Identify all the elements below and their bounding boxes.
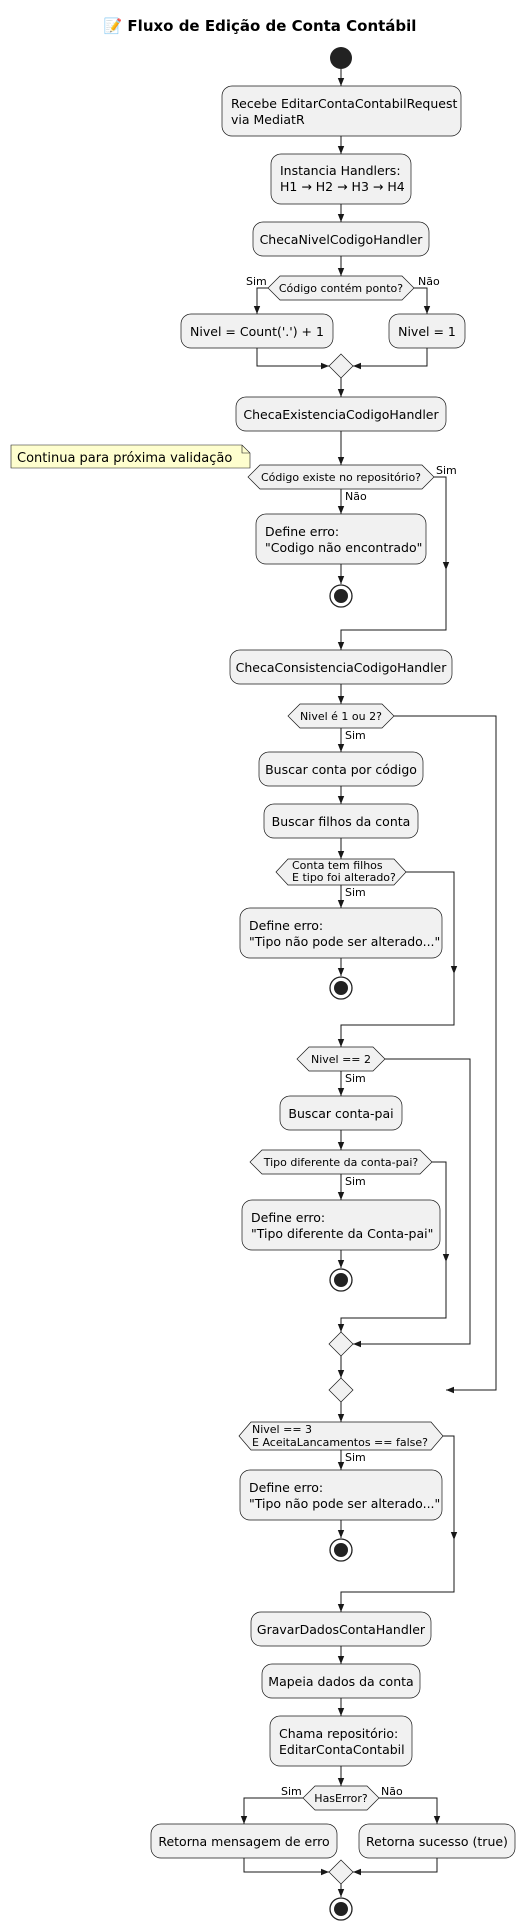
decision-nivel-2-label: Nivel == 2 xyxy=(311,1053,371,1066)
erro-tipo-alterado-node xyxy=(239,907,443,959)
branch-nao-label: Não xyxy=(345,490,367,503)
start-node xyxy=(330,47,352,69)
chama-repositorio-line2: EditarContaContabil xyxy=(279,1742,405,1757)
erro-nao-encontrado-line1: Define erro: xyxy=(265,524,339,539)
branch-sim-label: Sim xyxy=(436,464,457,477)
decision-nivel-1-ou-2-label: Nivel é 1 ou 2? xyxy=(300,710,382,723)
decision-aceita-lancamentos-line1: Nivel == 3 xyxy=(252,1423,312,1436)
merge-node xyxy=(328,353,354,379)
buscar-filhos-label: Buscar filhos da conta xyxy=(272,814,411,829)
buscar-conta-label: Buscar conta por código xyxy=(265,762,417,777)
decision-tipo-diferente-pai-label: Tipo diferente da conta-pai? xyxy=(263,1156,419,1169)
merge-node xyxy=(328,1331,354,1357)
merge-node xyxy=(328,1859,354,1885)
erro-tipo-pai-node xyxy=(241,1199,441,1251)
chama-repositorio-node xyxy=(269,1715,413,1767)
gravar-dados-label: GravarDadosContaHandler xyxy=(257,1622,426,1637)
nivel-one-label: Nivel = 1 xyxy=(398,324,456,339)
decision-has-error-label: HasError? xyxy=(314,1792,368,1805)
receive-request-node xyxy=(221,85,462,137)
erro-tipo-pai-line2: "Tipo diferente da Conta-pai" xyxy=(251,1226,433,1241)
branch-sim-label: Sim xyxy=(345,729,366,742)
receive-request-line2: via MediatR xyxy=(231,112,305,127)
branch-sim-label: Sim xyxy=(345,1175,366,1188)
checa-consistencia-label: ChecaConsistenciaCodigoHandler xyxy=(236,660,448,675)
erro-tipo-alterado-line2: "Tipo não pode ser alterado..." xyxy=(249,934,440,949)
merge-node xyxy=(328,1377,354,1403)
branch-sim-label: Sim xyxy=(246,275,267,288)
buscar-pai-label: Buscar conta-pai xyxy=(288,1106,393,1121)
branch-sim-label: Sim xyxy=(345,886,366,899)
note-text: Continua para próxima validação xyxy=(17,451,232,466)
erro-lancamentos-line2: "Tipo não pode ser alterado..." xyxy=(249,1496,440,1511)
note-box xyxy=(10,444,251,469)
retorna-erro-label: Retorna mensagem de erro xyxy=(158,1834,329,1849)
branch-nao-label: Não xyxy=(418,275,440,288)
erro-nao-encontrado-node xyxy=(255,513,427,565)
chama-repositorio-line1: Chama repositório: xyxy=(279,1726,398,1741)
branch-sim-label: Sim xyxy=(345,1451,366,1464)
decision-conta-tem-filhos-line2: E tipo foi alterado? xyxy=(292,871,396,884)
mapeia-dados-label: Mapeia dados da conta xyxy=(268,1674,413,1689)
checa-existencia-label: ChecaExistenciaCodigoHandler xyxy=(243,407,439,422)
decision-conta-tem-filhos-line1: Conta tem filhos xyxy=(292,859,383,872)
diagram-title: 📝 Fluxo de Edição de Conta Contábil xyxy=(104,17,417,35)
instantiate-handlers-line1: Instancia Handlers: xyxy=(280,163,401,178)
decision-codigo-existe-label: Código existe no repositório? xyxy=(261,471,421,484)
decision-aceita-lancamentos-line2: E AceitaLancamentos == false? xyxy=(252,1436,428,1449)
nivel-count-label: Nivel = Count('.') + 1 xyxy=(190,324,324,339)
erro-tipo-alterado-line1: Define erro: xyxy=(249,918,323,933)
retorna-sucesso-label: Retorna sucesso (true) xyxy=(366,1834,508,1849)
erro-tipo-pai-line1: Define erro: xyxy=(251,1210,325,1225)
branch-sim-label: Sim xyxy=(281,1785,302,1798)
branch-nao-label: Não xyxy=(381,1785,403,1798)
branch-sim-label: Sim xyxy=(345,1072,366,1085)
instantiate-handlers-line2: H1 → H2 → H3 → H4 xyxy=(280,179,405,194)
receive-request-line1: Recebe EditarContaContabilRequest xyxy=(231,96,457,111)
erro-lancamentos-line1: Define erro: xyxy=(249,1480,323,1495)
erro-nao-encontrado-line2: "Codigo não encontrado" xyxy=(265,540,422,555)
decision-codigo-contem-ponto-label: Código contém ponto? xyxy=(279,282,403,295)
checa-nivel-label: ChecaNivelCodigoHandler xyxy=(260,232,424,247)
erro-lancamentos-node xyxy=(239,1469,443,1521)
